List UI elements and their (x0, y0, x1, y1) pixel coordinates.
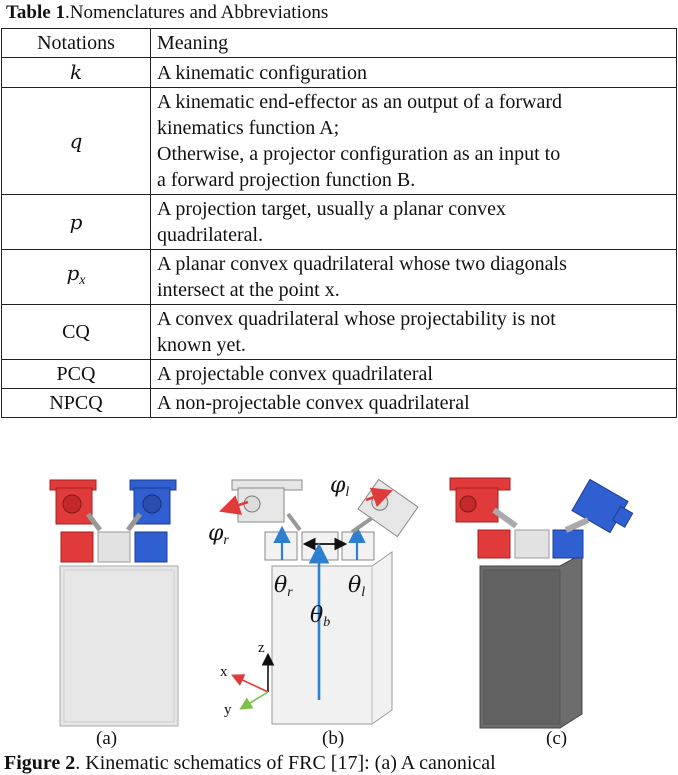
nomenclature-table: Notations Meaning k A kinematic configur… (1, 28, 677, 418)
meaning-line: A projection target, usually a planar co… (157, 198, 506, 220)
table-row: CQ A convex quadrilateral whose projecta… (1, 304, 677, 360)
y-axis (239, 691, 269, 710)
table-row: px A planar convex quadrilateral whose t… (1, 249, 677, 305)
x-axis-label: x (220, 664, 228, 680)
z-axis-label: z (258, 640, 265, 656)
notation-cell: p (69, 209, 83, 234)
notation-cell: PCQ (1, 359, 151, 389)
meaning-cell: A kinematic end-effector as an output of… (150, 87, 677, 195)
left-projector-outline (357, 478, 419, 538)
table-row: NPCQ A non-projectable convex quadrilate… (1, 388, 677, 418)
meaning-cell: A planar convex quadrilateral whose two … (150, 249, 677, 305)
phi-r-symbol: φr (208, 521, 229, 548)
figure-caption-label: Figure 2 (4, 752, 76, 774)
base-box (59, 565, 179, 727)
panel-a-drawing (49, 479, 179, 727)
table-row: PCQ A projectable convex quadrilateral (1, 359, 677, 389)
meaning-line: A projectable convex quadrilateral (157, 363, 433, 385)
figure-2: φl φr θr θl θb z x y (a) (b) (c) (0, 470, 678, 772)
panel-label-a: (a) (96, 728, 118, 749)
table-row: q A kinematic end-effector as an output … (1, 87, 677, 195)
meaning-line: A planar convex quadrilateral whose two … (157, 253, 567, 275)
meaning-line: quadrilateral. (157, 224, 264, 246)
theta-b-symbol: θb (310, 603, 331, 630)
phi-l-arrow (365, 487, 393, 508)
meaning-line: Otherwise, a projector configuration as … (157, 143, 561, 165)
notation-subscript: x (79, 273, 86, 288)
table-header-row: Notations Meaning (1, 28, 677, 58)
meaning-line: known yet. (157, 334, 246, 356)
table-row: k A kinematic configuration (1, 57, 677, 88)
meaning-cell: A projection target, usually a planar co… (150, 194, 677, 250)
theta-l-symbol: θl (348, 573, 366, 600)
header-notations: Notations (1, 28, 151, 58)
table-caption-label: Table 1 (6, 2, 65, 23)
meaning-cell: A kinematic configuration (150, 57, 677, 88)
meaning-cell: A non-projectable convex quadrilateral (150, 388, 677, 418)
notation-cell: CQ (1, 304, 151, 360)
kinematic-schematic-drawing (49, 477, 634, 729)
panel-label-b: (b) (322, 728, 345, 749)
header-meaning: Meaning (150, 28, 677, 58)
phi-l-symbol: φl (330, 473, 350, 500)
phi-r-arrow (219, 495, 249, 515)
meaning-cell: A projectable convex quadrilateral (150, 359, 677, 389)
panel-b-drawing (219, 478, 419, 725)
meaning-cell: A convex quadrilateral whose projectabil… (150, 304, 677, 360)
table-caption-text: .Nomenclatures and Abbreviations (64, 2, 329, 23)
notation-cell: q (69, 128, 83, 153)
x-axis (231, 674, 269, 693)
meaning-line: A kinematic end-effector as an output of… (157, 91, 563, 113)
figure-caption-text: . Kinematic schematics of FRC [17]: (a) … (75, 752, 496, 774)
notation-cell: p (66, 261, 80, 285)
red-block (60, 531, 94, 563)
table-row: p A projection target, usually a planar … (1, 194, 677, 250)
meaning-line: A convex quadrilateral whose projectabil… (157, 308, 556, 330)
y-axis-label: y (224, 702, 232, 718)
meaning-line: a forward projection function B. (157, 169, 416, 191)
panel-c-drawing (449, 477, 634, 729)
grey-block (97, 531, 131, 563)
table-caption: Table 1.Nomenclatures and Abbreviations (6, 2, 328, 24)
notation-cell: NPCQ (1, 388, 151, 418)
meaning-line: A kinematic configuration (157, 61, 367, 84)
panel-label-c: (c) (546, 728, 568, 749)
figure-caption: Figure 2. Kinematic schematics of FRC [1… (4, 752, 496, 775)
meaning-line: intersect at the point x. (157, 279, 340, 301)
blue-block (134, 531, 168, 563)
notation-cell: k (69, 60, 83, 84)
meaning-line: A non-projectable convex quadrilateral (157, 392, 470, 414)
theta-r-symbol: θr (274, 573, 293, 600)
meaning-line: kinematics function A; (157, 117, 340, 139)
